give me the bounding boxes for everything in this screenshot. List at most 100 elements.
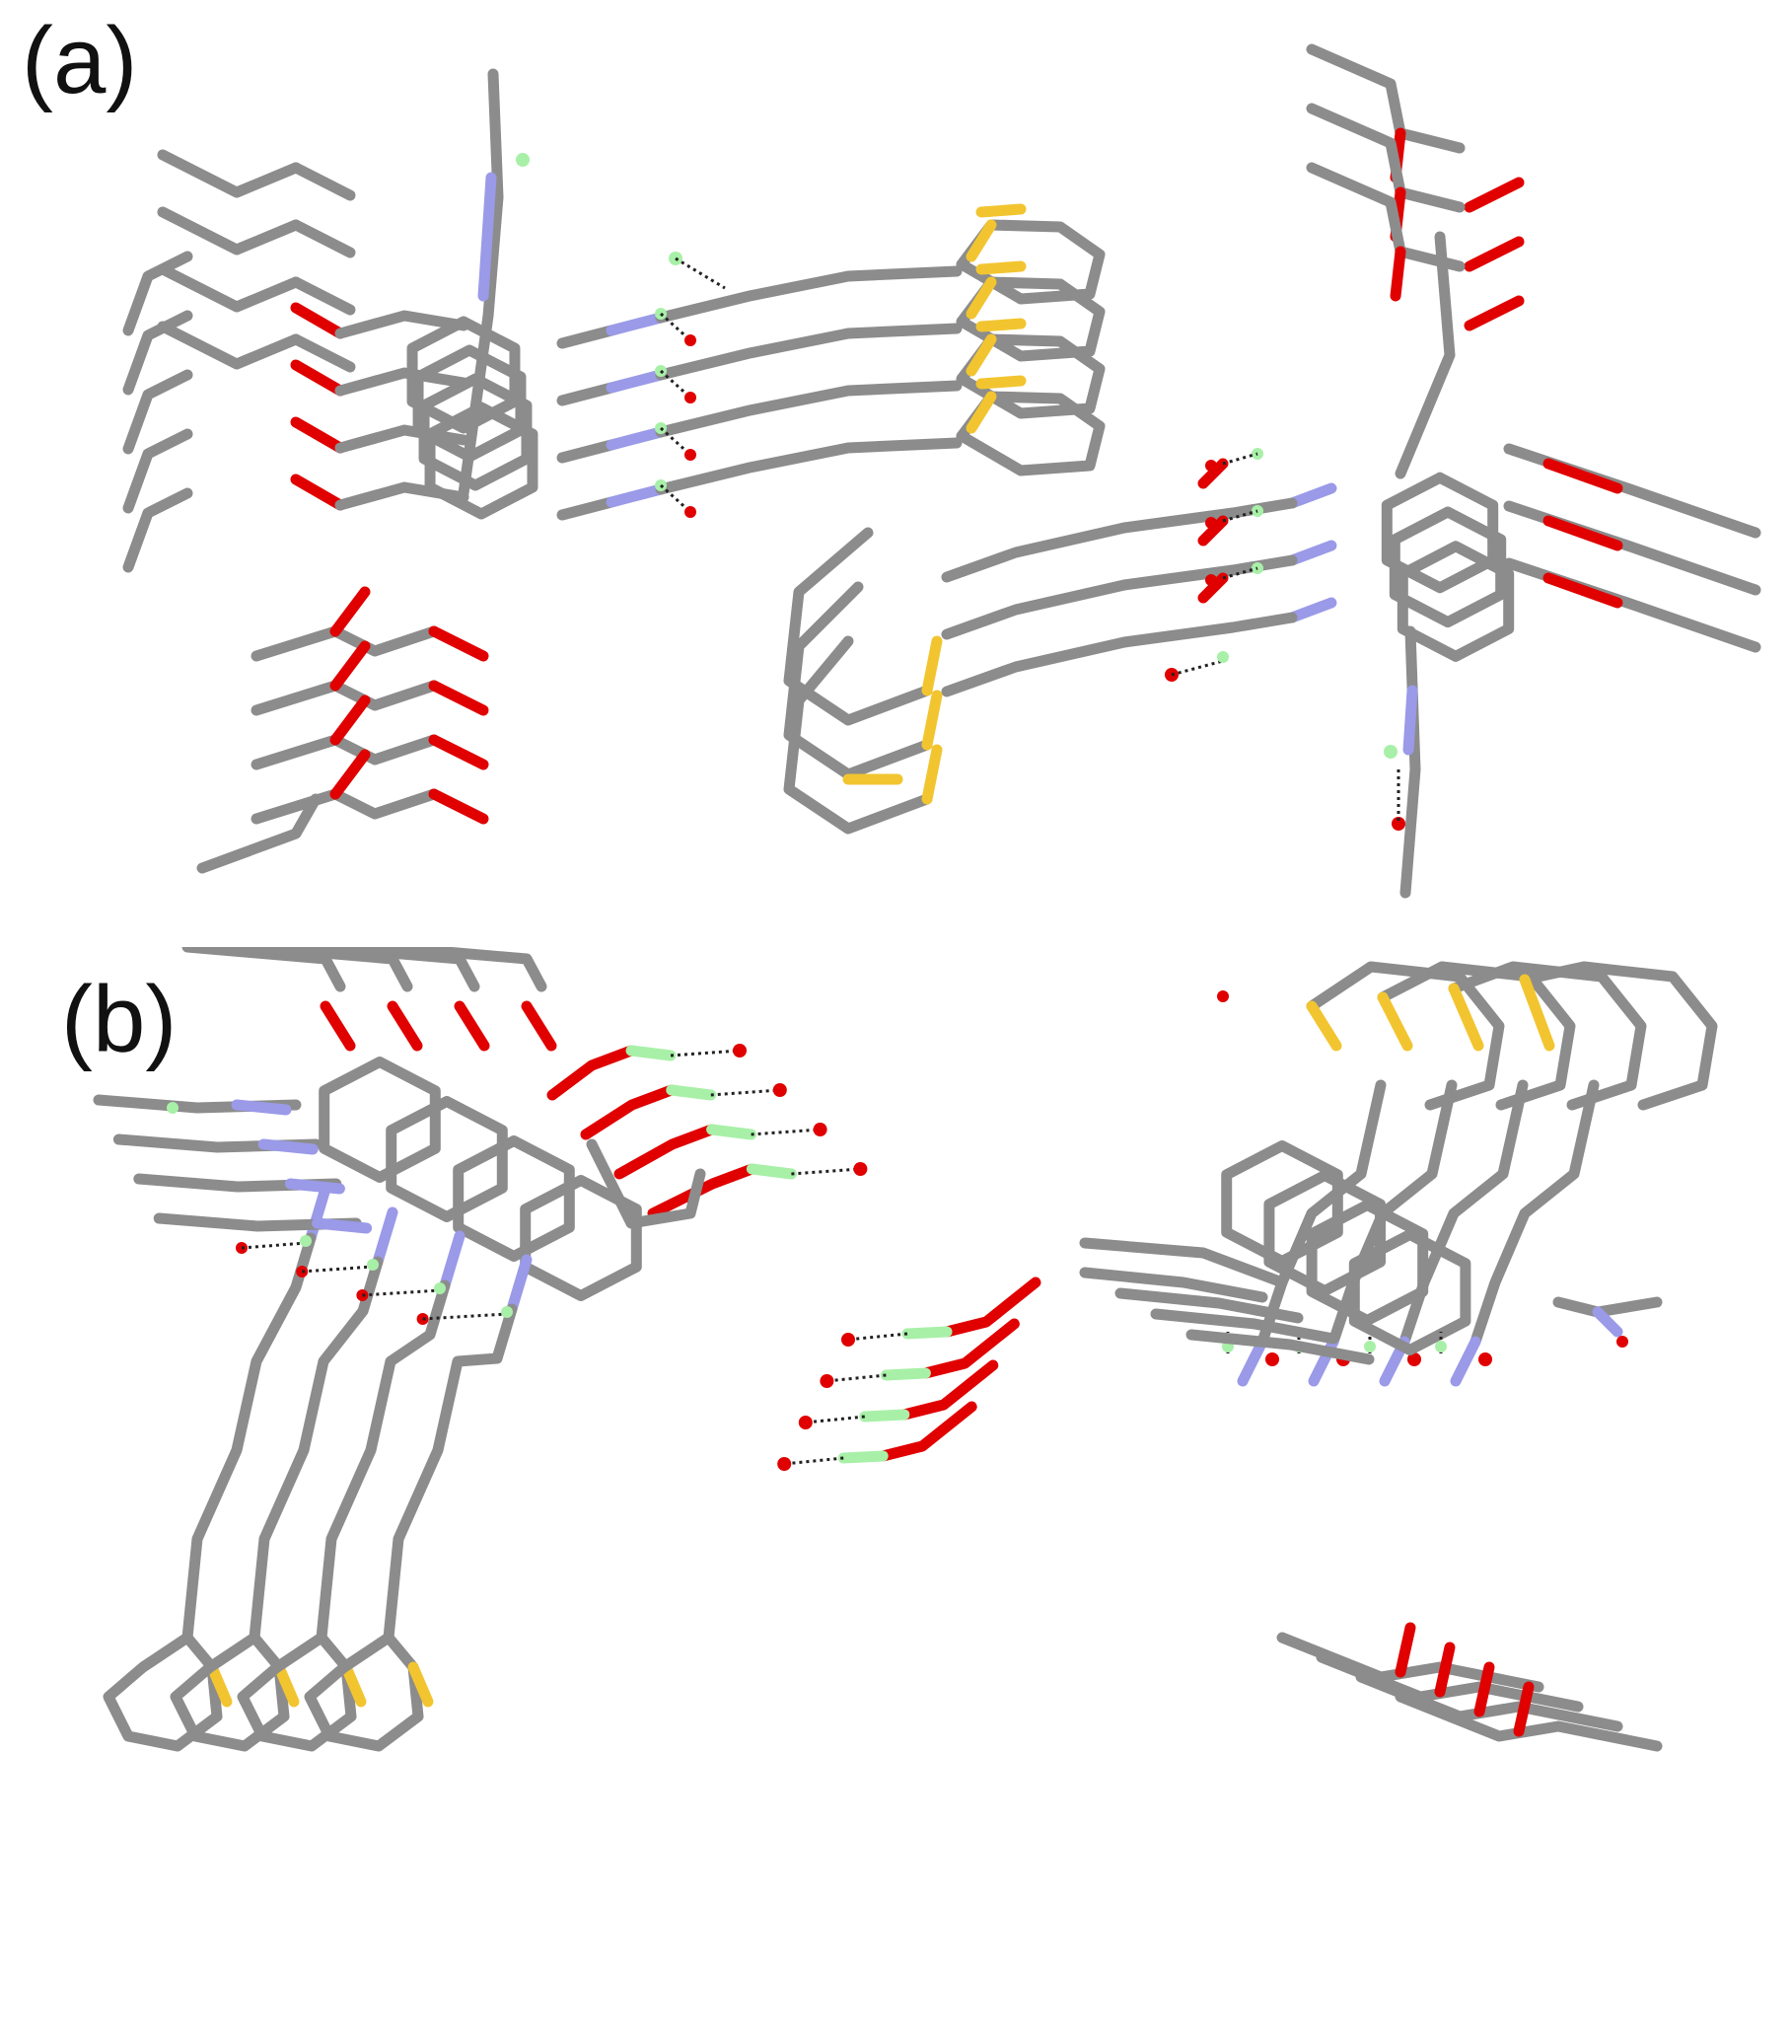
sulfur-bond-a — [921, 744, 943, 805]
sulfur-bond-b — [206, 1661, 233, 1708]
molecular-structure-b — [93, 947, 1718, 1752]
alkyl-chain-a — [655, 380, 963, 438]
carbonyl-bond-a — [1197, 515, 1229, 547]
hydroxyl-hydrogen-b — [901, 1326, 953, 1340]
ethyl-chain-a — [196, 793, 322, 874]
hydrogen-bond-b — [710, 1088, 780, 1097]
alkyl-chain-b — [249, 1256, 384, 1643]
nitrogen-bond-a — [477, 172, 497, 302]
ester-chain-a — [1306, 103, 1466, 213]
hydroxyl-hydrogen-b — [859, 1409, 910, 1423]
thiolane-ring-a-s-bond — [966, 276, 997, 320]
oxygen-bond-b — [521, 1000, 557, 1052]
nitrogen-bond-a — [606, 483, 667, 508]
thiolane-ring-b — [1448, 961, 1647, 1111]
oxygen-atom-b — [1217, 990, 1229, 1002]
hydrogen-bond-b — [362, 1288, 441, 1297]
oxygen-bond-a — [1542, 458, 1623, 494]
oxygen-atom-b — [1616, 1336, 1628, 1348]
nitrogen-bond-b — [284, 1178, 345, 1195]
carbonyl-bond-a — [1464, 236, 1525, 272]
thiolane-ring-a — [783, 635, 933, 835]
thiolane-ring-b — [1377, 961, 1576, 1111]
vertical-chain-a — [1395, 231, 1456, 479]
nitrogen-bond-b — [1237, 1336, 1268, 1387]
ester-oxygen-bond-b — [919, 1318, 1020, 1379]
ring-bond-a — [290, 276, 356, 316]
oxygen-atom-a — [684, 449, 696, 461]
ester-chain-a — [251, 680, 440, 716]
ester-oxygen-bond-b — [546, 1045, 637, 1101]
side-chain-b — [1552, 1296, 1663, 1318]
hydrogen-atom-a — [1384, 745, 1398, 759]
oxygen-atom-a — [1205, 574, 1217, 586]
oxygen-bond-b — [1434, 1642, 1456, 1698]
carbonyl-bond-a — [1464, 295, 1525, 331]
hydrogen-bond-b — [302, 1265, 374, 1274]
oxygen-atom-a — [684, 334, 696, 346]
backbone-b — [1079, 1237, 1288, 1288]
oxygen-bond-a — [290, 359, 346, 397]
side-chain-a — [122, 487, 193, 573]
oxygen-atom-b — [841, 1333, 855, 1347]
thiolane-ring-a — [783, 527, 933, 726]
sulfur-bond-a — [975, 375, 1027, 390]
carbonyl-bond-a — [428, 680, 489, 716]
alkyl-chain-b — [1398, 1079, 1529, 1348]
oxygen-atom-a — [1205, 517, 1217, 529]
hydrogen-bond-b — [847, 1332, 908, 1342]
hydrogen-atom-a — [1217, 651, 1229, 663]
oxygen-atom-b — [733, 1044, 747, 1058]
carbonyl-bond-a — [1464, 177, 1525, 213]
thiolane-ring-b — [237, 1632, 357, 1752]
hydrogen-bond-a — [1222, 566, 1258, 580]
alkyl-chain-a — [655, 437, 963, 495]
nitrogen-bond-a — [606, 369, 667, 394]
sulfur-bond-b — [407, 1661, 434, 1708]
oxygen-atom-b — [853, 1162, 868, 1176]
oxygen-bond-a — [290, 474, 346, 511]
oxygen-atom-a — [1392, 817, 1405, 831]
aromatic-ring-b — [453, 1135, 575, 1262]
aromatic-ring-b — [386, 1096, 508, 1222]
oxygen-atom-b — [813, 1123, 827, 1136]
nitrogen-bond-a — [1286, 597, 1337, 623]
thiolane-ring-a-s-bond — [966, 219, 997, 262]
hydrogen-atom-b — [1364, 1341, 1376, 1352]
ring-bond-a — [290, 162, 356, 201]
oxygen-bond-b — [1395, 1622, 1416, 1678]
alkyl-chain-b — [1256, 1079, 1387, 1348]
hydrogen-bond-a — [1222, 509, 1258, 523]
nitrogen-bond-b — [1592, 1306, 1623, 1338]
aromatic-ring-b — [1348, 1229, 1471, 1355]
aromatic-ring-b — [1221, 1140, 1343, 1267]
thiolane-ring-b — [1306, 961, 1505, 1111]
ethyl-chain-b — [383, 947, 547, 992]
oxygen-bond-b — [454, 1000, 490, 1052]
alkyl-chain-b — [383, 1303, 518, 1643]
hydrogen-bond-a — [1222, 452, 1258, 466]
carbonyl-bond-a — [1197, 458, 1229, 489]
side-chain-b — [1114, 1287, 1304, 1324]
aromatic-ring-b — [1306, 1200, 1429, 1326]
aromatic-ring-a — [1381, 472, 1499, 594]
molecular-structure-a — [122, 43, 1761, 899]
ring-bond-a — [290, 333, 356, 373]
sulfur-bond-b — [1377, 991, 1413, 1052]
sulfur-bond-b — [340, 1661, 367, 1708]
side-chain-a — [122, 310, 193, 396]
panel-a: (a) — [0, 0, 1792, 947]
ester-chain-a — [251, 734, 440, 770]
aromatic-ring-b — [1263, 1170, 1386, 1296]
side-chain-a — [122, 428, 193, 514]
thiolane-ring-a — [783, 581, 933, 780]
vertical-chain-a — [1399, 625, 1421, 899]
hydrogen-bond-b — [670, 1049, 741, 1058]
carbonyl-bond-a — [1197, 572, 1229, 604]
alkyl-chain-b — [316, 1279, 451, 1643]
carbonyl-bond-a — [428, 734, 489, 770]
nitrogen-bond-a — [1402, 685, 1418, 756]
hydrogen-atom-b — [434, 1282, 446, 1294]
oxygen-bond-b — [1473, 1661, 1495, 1717]
oxygen-bond-a — [290, 302, 346, 339]
